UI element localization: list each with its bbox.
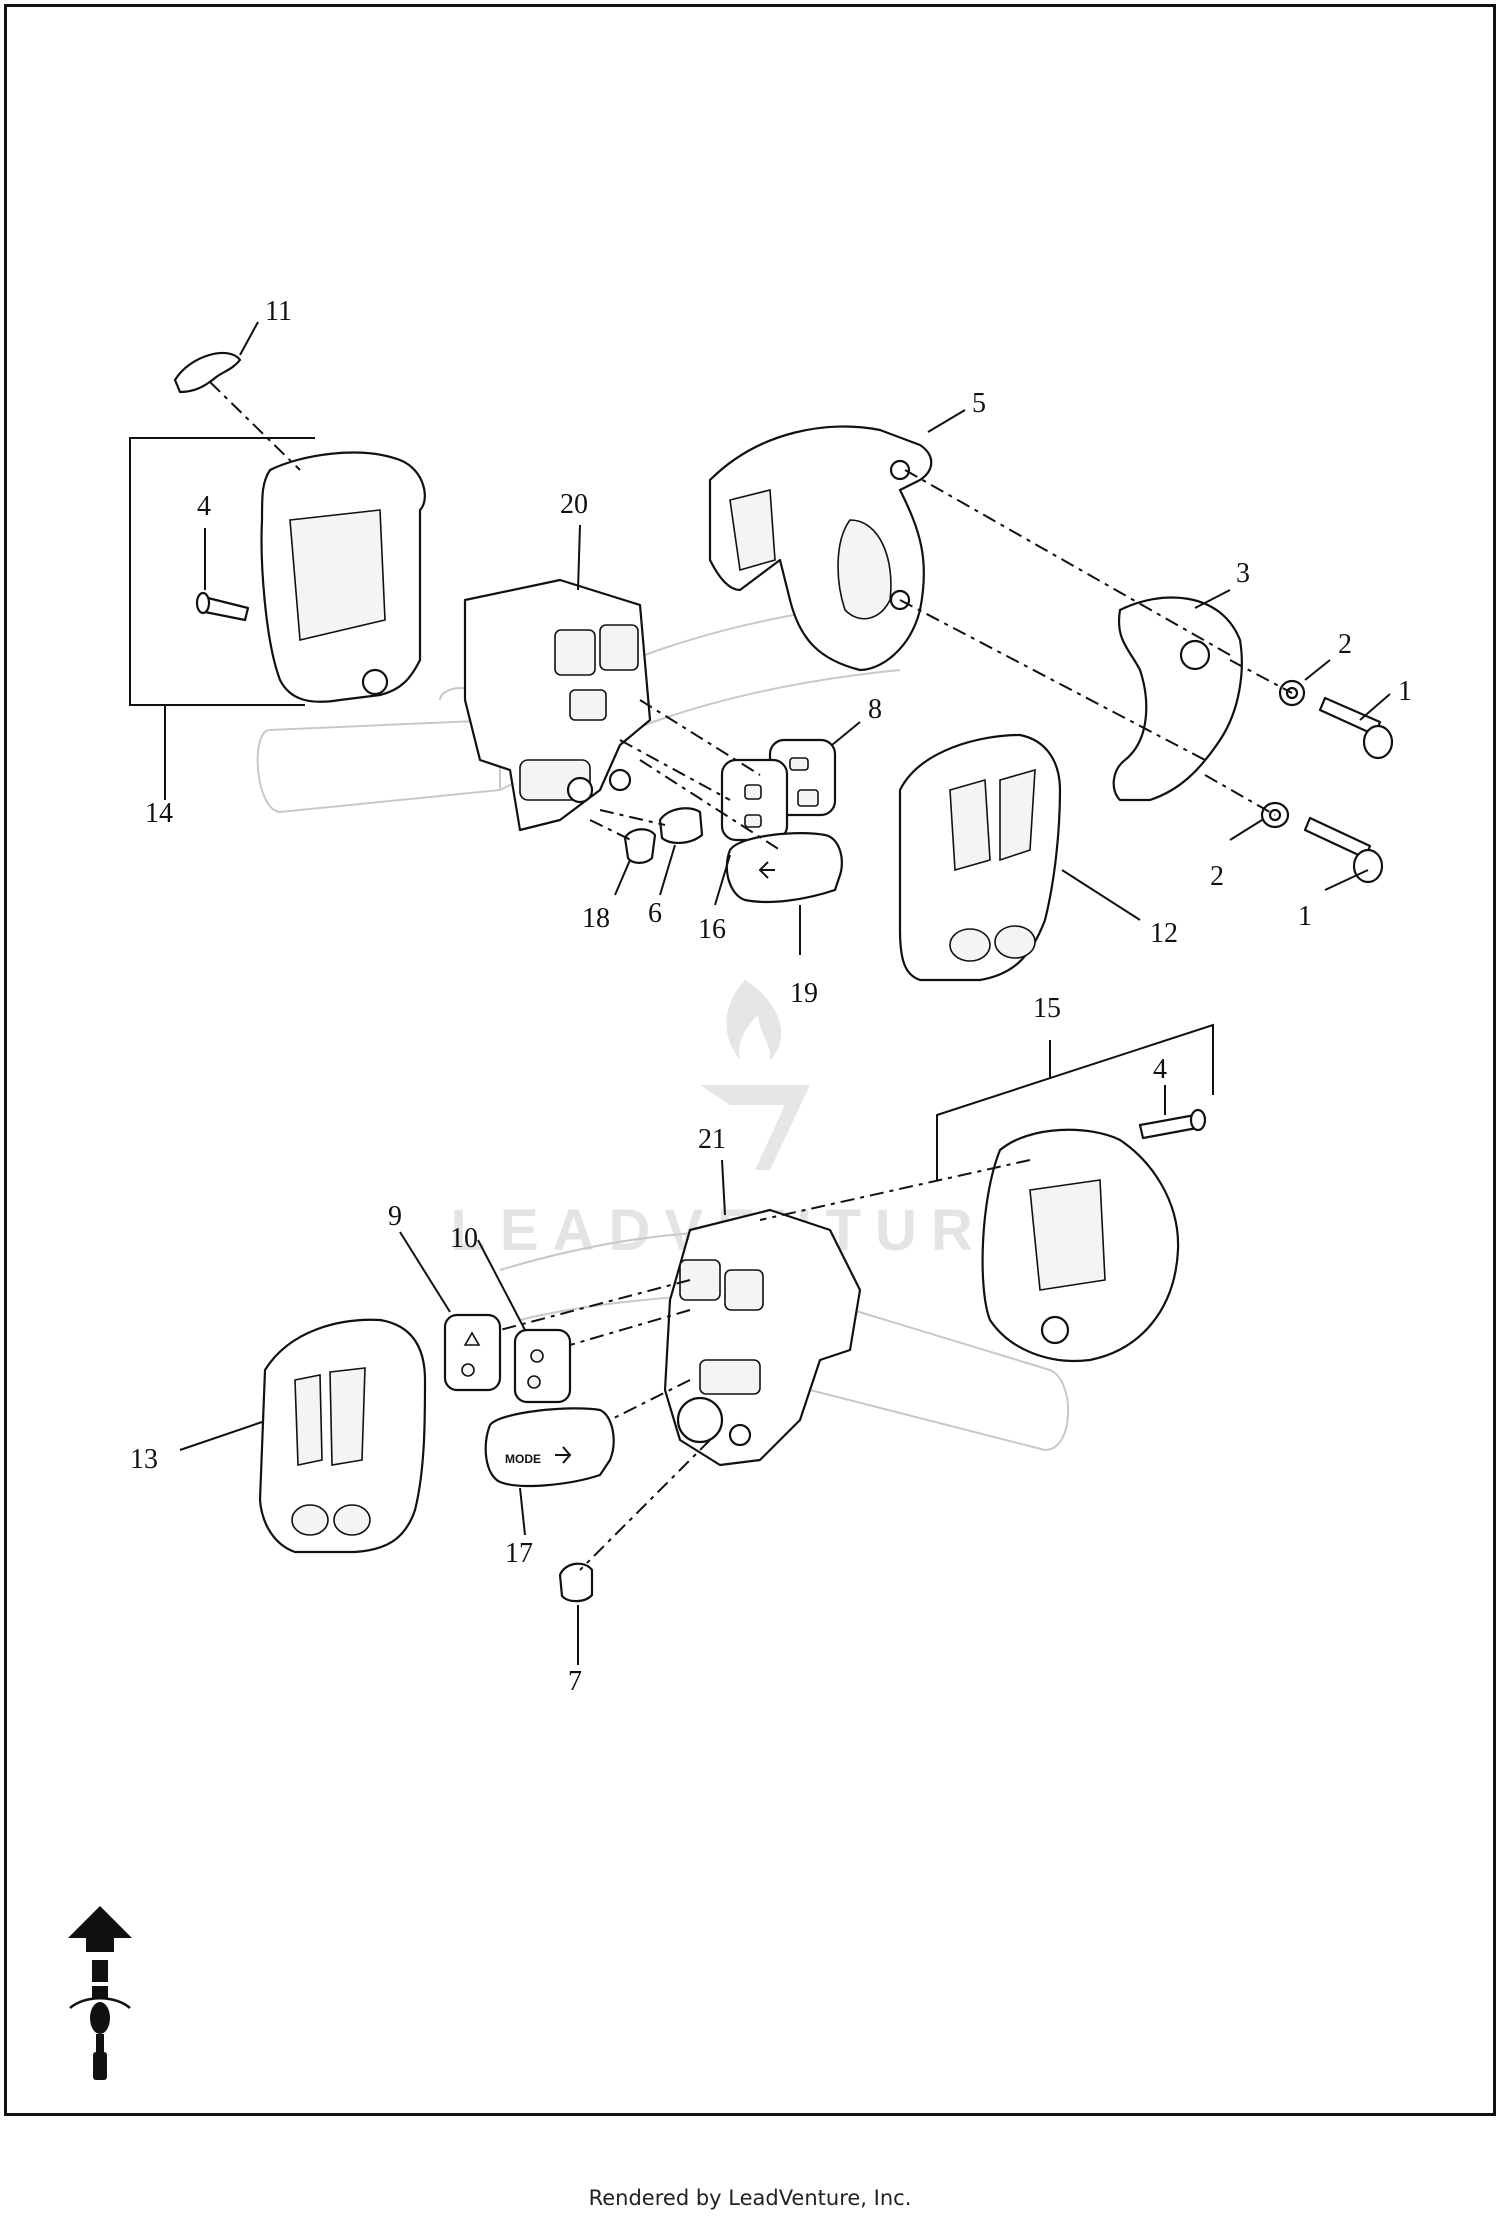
- callout-7: 7: [568, 1666, 582, 1697]
- part-12-switch-housing: [898, 733, 1062, 982]
- callout-20: 20: [560, 489, 588, 520]
- part-18-cap: [623, 828, 657, 864]
- callout-4-upper: 4: [197, 491, 211, 522]
- part-13-switch-housing: [258, 1318, 427, 1554]
- callout-10: 10: [450, 1223, 478, 1254]
- callout-2-upper: 2: [1338, 629, 1352, 660]
- part-19-button: [725, 832, 843, 904]
- callout-4-lower: 4: [1153, 1054, 1167, 1085]
- diagram-frame: [4, 4, 1496, 2116]
- part-4-screw-upper: [195, 591, 250, 622]
- callout-9: 9: [388, 1201, 402, 1232]
- callout-2-lower: 2: [1210, 861, 1224, 892]
- callout-19: 19: [790, 978, 818, 1009]
- part-11-clip: [173, 351, 242, 394]
- callout-8: 8: [868, 694, 882, 725]
- callout-6: 6: [648, 898, 662, 929]
- part-10-button: [513, 1328, 572, 1404]
- callout-12: 12: [1150, 918, 1178, 949]
- part-21-switch-assembly: [663, 1208, 862, 1467]
- callout-13: 13: [130, 1444, 158, 1475]
- callout-15: 15: [1033, 993, 1061, 1024]
- part-3-clamp-cap: [1112, 596, 1243, 802]
- part-16-button: [720, 758, 789, 842]
- part-20-switch-assembly: [463, 578, 652, 832]
- callout-17: 17: [505, 1538, 533, 1569]
- part-5-clamp: [708, 425, 933, 672]
- part-4-screw-lower: [1138, 1108, 1207, 1140]
- callout-18: 18: [582, 903, 610, 934]
- part-9-button: [443, 1313, 502, 1392]
- bracket-14: [129, 437, 315, 706]
- mode-label: MODE: [505, 1452, 541, 1466]
- front-direction-icon: [68, 1906, 132, 2080]
- callout-labels: 11 4 14 20 5 3 2 1 2 1 8 16 19 12 6 18 1…: [130, 296, 1412, 1697]
- part-1-screw-lower: [1303, 816, 1384, 884]
- footer-credit: Rendered by LeadVenture, Inc.: [588, 2186, 912, 2210]
- callout-14: 14: [145, 798, 173, 829]
- part-6-button: [658, 807, 704, 844]
- assembly-centerlines: [209, 381, 1293, 1571]
- callout-11: 11: [265, 296, 292, 327]
- part-17-mode-button: MODE: [484, 1407, 615, 1488]
- part-7-cap: [558, 1562, 594, 1603]
- callout-5: 5: [972, 388, 986, 419]
- part-1-screw-upper: [1318, 696, 1394, 760]
- callout-21: 21: [698, 1124, 726, 1155]
- callout-1-upper: 1: [1398, 676, 1412, 707]
- callout-16: 16: [698, 914, 726, 945]
- part-15-housing: [981, 1128, 1180, 1362]
- part-14-housing: [260, 451, 426, 703]
- callout-3: 3: [1236, 558, 1250, 589]
- callout-1-lower: 1: [1298, 901, 1312, 932]
- leader-lines: [164, 321, 1391, 1665]
- bracket-15: [936, 1023, 1214, 1180]
